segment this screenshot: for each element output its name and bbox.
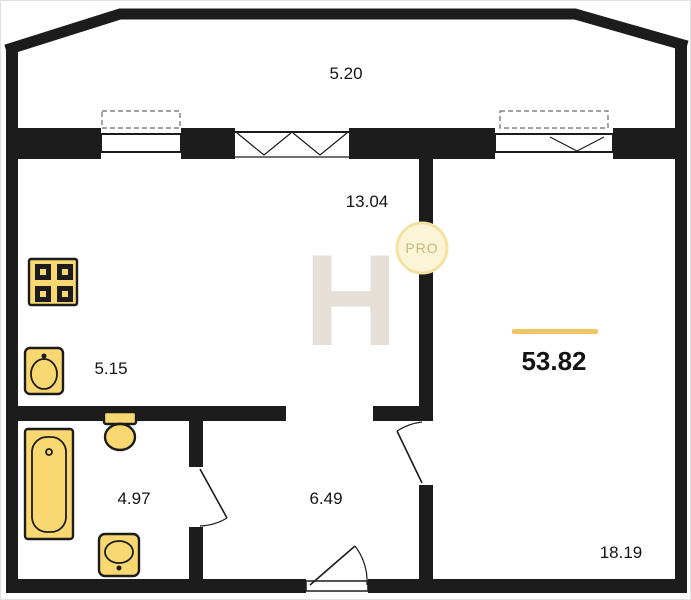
- window-icon: [235, 131, 349, 158]
- door-swing-icon: [396, 421, 423, 484]
- pro-badge-label: PRO: [405, 240, 438, 256]
- toilet-icon: [102, 410, 138, 452]
- area-label-kitchen: 5.15: [94, 359, 127, 378]
- total-area: 53.82: [512, 329, 598, 376]
- stove-icon: [27, 257, 79, 307]
- kitchen-sink-icon: [23, 346, 65, 396]
- watermark-letter: H: [304, 227, 398, 373]
- total-area-value: 53.82: [521, 346, 586, 376]
- window-icon: [494, 110, 614, 153]
- area-label-hallway: 6.49: [309, 489, 342, 508]
- bathtub-icon: [23, 427, 75, 541]
- walls-outer: [6, 41, 687, 593]
- wall-balcony-divider: [6, 128, 687, 159]
- total-area-underline: [512, 329, 598, 334]
- area-label-balcony: 5.20: [329, 64, 362, 83]
- area-label-bathroom: 4.97: [117, 489, 150, 508]
- walls-interior: [6, 159, 433, 579]
- bathroom-sink-icon: [97, 532, 141, 578]
- door-swing-icon: [199, 468, 228, 527]
- wall-outer-top: [4, 8, 689, 56]
- area-label-living-room: 18.19: [600, 543, 643, 562]
- window-icon: [100, 110, 182, 153]
- area-label-main-room: 13.04: [346, 192, 389, 211]
- door-swing-icon: [305, 545, 369, 592]
- pro-badge: PRO: [395, 221, 449, 275]
